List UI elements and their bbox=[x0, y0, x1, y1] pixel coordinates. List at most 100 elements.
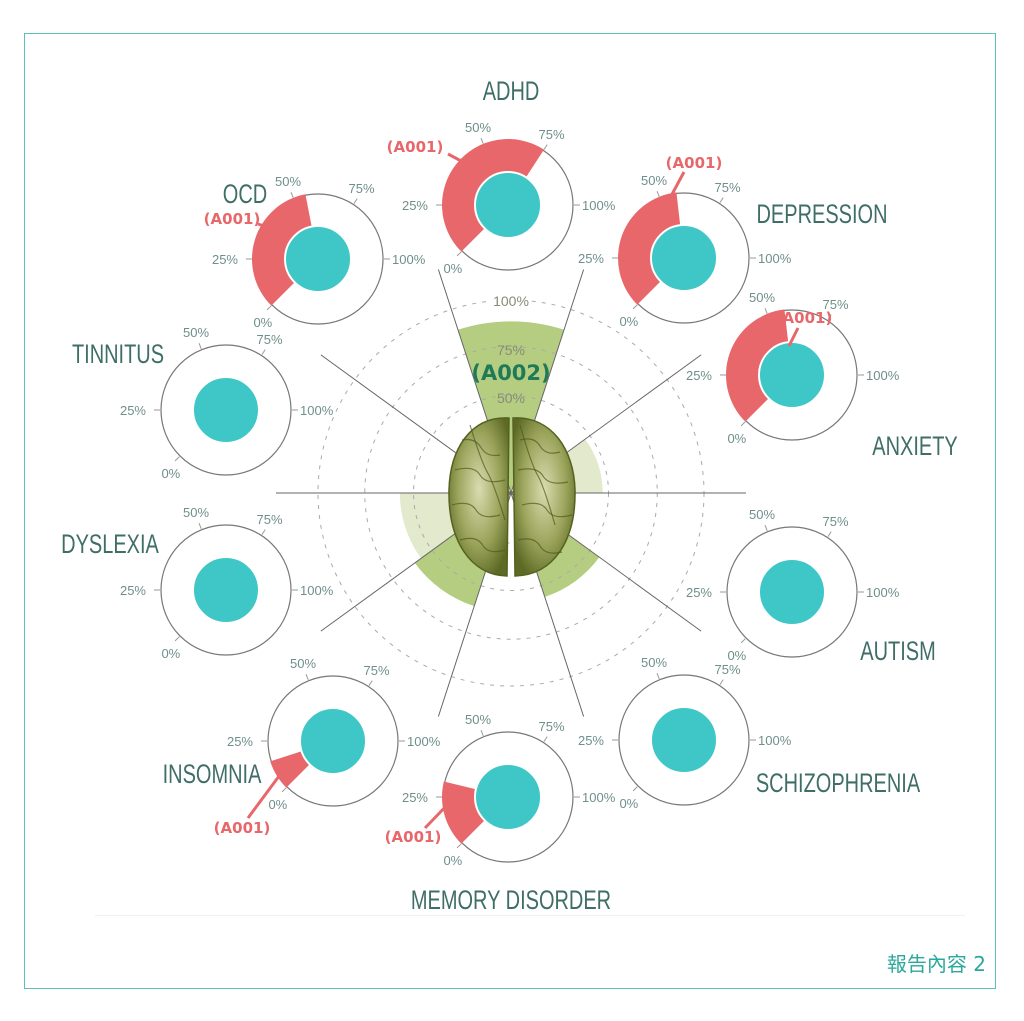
gauge-tick-mark bbox=[353, 198, 358, 204]
gauge-title-wrap: TINNITUS bbox=[72, 339, 164, 370]
gauge-tinnitus: 0%25%50%75%100%TINNITUS bbox=[72, 325, 334, 481]
gauge-ocd: 0%25%50%75%100%OCD(A001) bbox=[204, 174, 426, 330]
gauge-tick-label: 25% bbox=[227, 734, 253, 749]
gauge-fill bbox=[252, 194, 313, 306]
gauge-tick-mark bbox=[632, 786, 638, 792]
gauge-tick-label: 100% bbox=[300, 403, 334, 418]
gauge-tick-label: 0% bbox=[727, 431, 746, 446]
callout-line bbox=[257, 222, 277, 232]
radar-sector-adhd bbox=[457, 321, 565, 493]
gauge-fill bbox=[270, 750, 312, 788]
gauge-tick-mark bbox=[656, 191, 660, 197]
gauge-callout-tag: (A001) bbox=[666, 154, 723, 172]
callout-line bbox=[246, 767, 287, 819]
gauge-tick-label: 0% bbox=[443, 853, 462, 868]
gauge-title-wrap: ANXIETY bbox=[872, 431, 958, 462]
gauge-tick-label: 75% bbox=[823, 297, 849, 312]
brain-left-hemisphere bbox=[448, 417, 510, 577]
gauge-callout-tag: (A001) bbox=[204, 210, 261, 228]
gauge-fill bbox=[617, 192, 681, 305]
gauge-tick-mark bbox=[456, 843, 462, 849]
gauge-title: INSOMNIA bbox=[163, 759, 262, 790]
gauge-tick-mark bbox=[632, 304, 638, 310]
gauge-anxiety: 0%25%50%75%100%ANXIETY(A001) bbox=[686, 290, 958, 462]
gauge-title: MEMORY DISORDER bbox=[411, 885, 611, 916]
gauge-tick-mark bbox=[719, 197, 724, 203]
gauge-tick-label: 50% bbox=[465, 712, 491, 727]
gauge-center-dot bbox=[192, 556, 260, 624]
gauge-tick-label: 100% bbox=[866, 368, 900, 383]
gauge-title-wrap: SCHIZOPHRENIA bbox=[756, 768, 920, 799]
gauge-tick-label: 50% bbox=[275, 174, 301, 189]
gauge-title-wrap: DYSLEXIA bbox=[61, 529, 159, 560]
gauge-tick-mark bbox=[290, 192, 294, 198]
gauge-tick-label: 50% bbox=[641, 173, 667, 188]
gauge-tick-mark bbox=[764, 308, 768, 314]
gauge-tick-mark bbox=[261, 529, 266, 535]
gauge-title-wrap: INSOMNIA bbox=[163, 759, 262, 790]
gauge-autism: 0%25%50%75%100%AUTISM bbox=[686, 507, 936, 667]
brain-fold bbox=[451, 502, 501, 518]
gauge-title: TINNITUS bbox=[72, 339, 164, 370]
gauge-center-dot bbox=[758, 558, 826, 626]
gauge-tick-label: 25% bbox=[212, 252, 238, 267]
gauge-center-dot bbox=[192, 376, 260, 444]
gauge-tick-mark bbox=[740, 638, 746, 644]
gauge-callout-tag: (A001) bbox=[385, 828, 442, 846]
gauge-tick-label: 50% bbox=[749, 290, 775, 305]
gauge-tick-label: 25% bbox=[578, 251, 604, 266]
gauge-tick-mark bbox=[764, 525, 768, 531]
brain-right-hemisphere bbox=[512, 417, 576, 577]
gauge-schizophrenia: 0%25%50%75%100%SCHIZOPHRENIA bbox=[578, 655, 920, 811]
gauge-tick-mark bbox=[174, 636, 180, 642]
footer-divider bbox=[95, 915, 965, 916]
gauge-title: ADHD bbox=[483, 76, 540, 107]
gauge-tick-label: 0% bbox=[727, 648, 746, 663]
gauge-tick-label: 75% bbox=[257, 332, 283, 347]
gauge-tick-label: 25% bbox=[578, 733, 604, 748]
gauge-tick-label: 25% bbox=[686, 585, 712, 600]
gauge-tick-label: 75% bbox=[715, 180, 741, 195]
gauge-tick-mark bbox=[198, 523, 202, 529]
gauge-title-wrap: DEPRESSION bbox=[756, 199, 887, 230]
gauge-tick-mark bbox=[543, 144, 548, 150]
ring-label-bg bbox=[491, 292, 531, 308]
callout-line bbox=[668, 171, 686, 199]
gauge-fill bbox=[442, 139, 544, 252]
brain-fold bbox=[519, 424, 556, 526]
gauge-tick-label: 0% bbox=[619, 314, 638, 329]
radar-chart: 100%75%50%(A002) bbox=[276, 269, 746, 717]
gauge-tick-label: 75% bbox=[539, 127, 565, 142]
callout-line bbox=[787, 327, 800, 347]
radar-ring-label: 50% bbox=[497, 390, 525, 406]
gauge-tick-label: 75% bbox=[257, 512, 283, 527]
gauge-title: DYSLEXIA bbox=[61, 529, 159, 560]
gauge-title: SCHIZOPHRENIA bbox=[756, 768, 920, 799]
gauge-tick-label: 100% bbox=[300, 583, 334, 598]
gauge-tick-label: 25% bbox=[120, 403, 146, 418]
gauge-center-dot bbox=[474, 171, 542, 239]
gauge-title: AUTISM bbox=[860, 636, 935, 667]
gauge-dyslexia: 0%25%50%75%100%DYSLEXIA bbox=[61, 505, 334, 661]
brain-fold bbox=[454, 467, 506, 483]
gauge-tick-mark bbox=[266, 305, 272, 311]
gauge-tick-label: 100% bbox=[407, 734, 441, 749]
gauge-fill bbox=[726, 309, 789, 422]
gauge-tick-label: 100% bbox=[866, 585, 900, 600]
gauge-title-wrap: AUTISM bbox=[860, 636, 935, 667]
gauge-tick-label: 100% bbox=[758, 733, 792, 748]
callout-line bbox=[423, 798, 454, 830]
gauge-callout-tag: (A001) bbox=[214, 819, 271, 837]
gauge-tick-label: 0% bbox=[619, 796, 638, 811]
gauge-tick-mark bbox=[480, 138, 484, 144]
gauge-tick-label: 50% bbox=[465, 120, 491, 135]
gauge-tick-mark bbox=[174, 456, 180, 462]
gauge-tick-label: 75% bbox=[823, 514, 849, 529]
gauge-center-dot bbox=[299, 707, 367, 775]
gauge-tick-mark bbox=[305, 674, 309, 680]
gauge-tick-label: 25% bbox=[120, 583, 146, 598]
gauge-title-wrap: MEMORY DISORDER bbox=[411, 885, 611, 916]
gauge-tick-label: 25% bbox=[686, 368, 712, 383]
gauge-center-dot bbox=[474, 763, 542, 831]
